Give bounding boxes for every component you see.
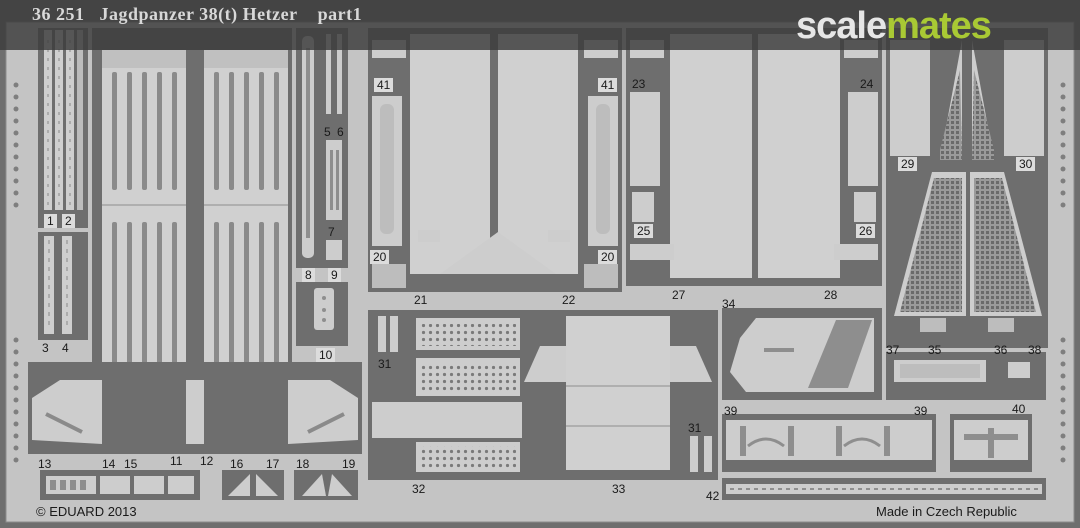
part-label: 25: [634, 224, 654, 238]
part-16-17: [222, 470, 284, 500]
part-label: 18: [296, 457, 310, 471]
part-label: 37: [886, 343, 900, 357]
engine-deck-side-flaps: [28, 362, 362, 454]
left-edge-holes: [13, 82, 19, 463]
part-label: 22: [562, 293, 576, 307]
part-label: 33: [612, 482, 626, 496]
logo-scale: scale: [796, 5, 887, 47]
part-label: 42: [706, 489, 720, 503]
part-label: 5: [324, 125, 331, 139]
part-label: 14: [102, 457, 116, 471]
part-label: 39: [914, 404, 928, 418]
fender-panels-27-28: [626, 28, 882, 286]
part-label: 26: [856, 224, 876, 238]
scalemates-logo: scalemates: [796, 5, 992, 47]
part-label: 41: [374, 78, 394, 92]
part-label: 32: [412, 482, 426, 496]
part-label: 21: [414, 293, 428, 307]
part-label: 40: [1012, 402, 1026, 416]
logo-mates: mates: [886, 5, 992, 47]
title-bar: [0, 0, 1080, 50]
part-1-2-strips: [38, 28, 88, 228]
part-18-19: [294, 470, 358, 500]
part-label: 31: [378, 357, 392, 371]
copyright-text: © EDUARD 2013: [36, 504, 137, 519]
part-label: 2: [62, 214, 75, 228]
fender-panels-21-22: [368, 28, 622, 292]
part-label: 4: [62, 341, 69, 355]
part-label: 13: [38, 457, 52, 471]
part-label: 31: [688, 421, 702, 435]
part-label: 30: [1016, 157, 1036, 171]
part-42-strip: [722, 478, 1046, 500]
part-label: 29: [898, 157, 918, 171]
part-35-38-brackets: [886, 352, 1046, 400]
part-33-box: [522, 310, 718, 480]
part-label: 3: [42, 341, 49, 355]
part-label: 16: [230, 457, 244, 471]
part-label: 23: [632, 77, 646, 91]
part-10: [296, 282, 348, 346]
sheet-part: part1: [317, 4, 363, 24]
part-label: 34: [722, 297, 736, 311]
part-label: 24: [860, 77, 874, 91]
origin-text: Made in Czech Republic: [876, 504, 1017, 519]
part-label: 10: [316, 348, 336, 362]
right-edge-holes: [1060, 82, 1066, 463]
part-label: 1: [44, 214, 57, 228]
part-label: 39: [724, 404, 738, 418]
part-13-15-hinges: [40, 470, 200, 500]
part-label: 7: [328, 225, 335, 239]
part-label: 41: [598, 78, 618, 92]
part-label: 17: [266, 457, 280, 471]
part-label: 28: [824, 288, 838, 302]
sheet-name: Jagdpanzer 38(t) Hetzer: [99, 4, 298, 24]
part-label: 27: [672, 288, 686, 302]
part-label: 15: [124, 457, 138, 471]
part-29-30-plates: [886, 28, 1048, 348]
part-34-hatch: [722, 308, 882, 400]
part-label: 20: [598, 250, 618, 264]
part-label: 19: [342, 457, 356, 471]
part-3-4-strips: [38, 232, 88, 340]
part-label: 8: [302, 268, 315, 282]
part-label: 11: [170, 454, 183, 468]
part-label: 38: [1028, 343, 1042, 357]
sheet-title: 36 251 Jagdpanzer 38(t) Hetzer part1: [32, 4, 362, 25]
part-5-6-7-9: [322, 28, 348, 268]
part-label: 12: [200, 454, 214, 468]
part-40-clamp: [950, 414, 1032, 472]
sheet-code: 36 251: [32, 4, 85, 24]
part-label: 9: [328, 268, 341, 282]
part-8-rod: [296, 28, 322, 268]
part-39-clamps: [722, 414, 936, 472]
part-label: 6: [337, 125, 344, 139]
part-label: 36: [994, 343, 1008, 357]
part-label: 35: [928, 343, 942, 357]
part-31-rods: [686, 432, 718, 476]
part-label: 20: [370, 250, 390, 264]
